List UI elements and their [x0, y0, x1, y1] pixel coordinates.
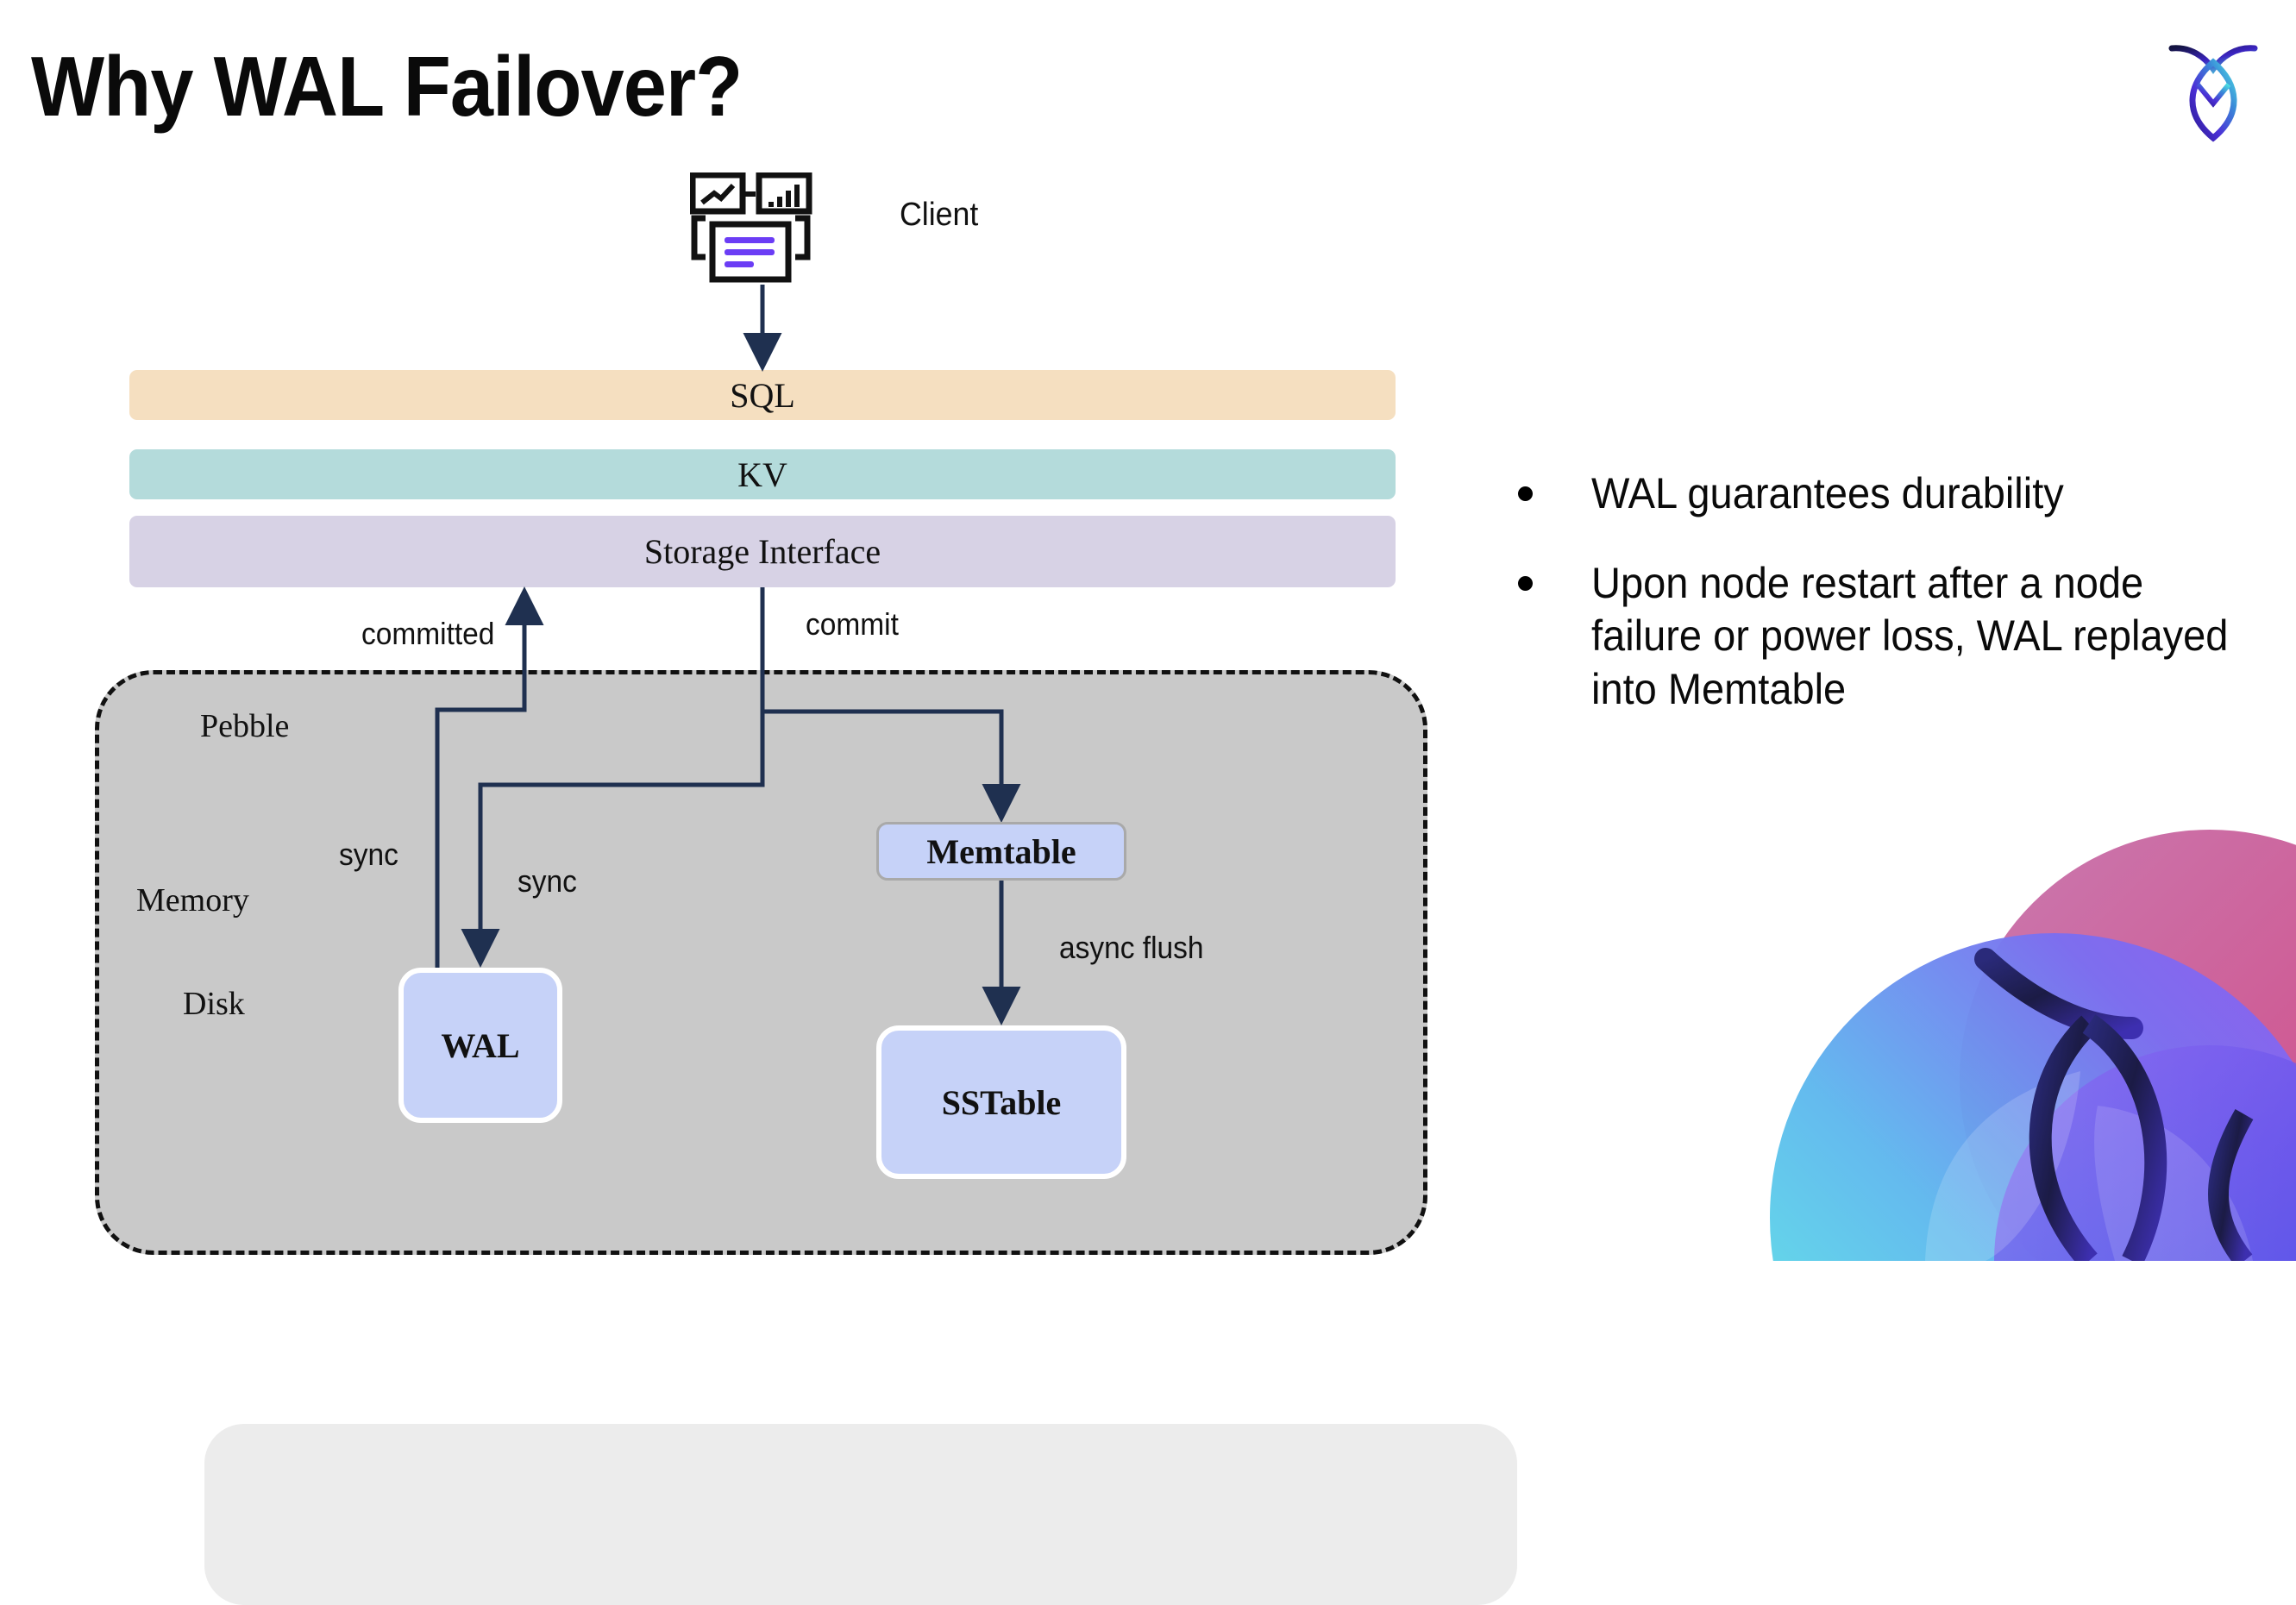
bullet-dot-icon: [1518, 486, 1533, 501]
edge-label-committed: committed: [361, 616, 495, 651]
edge-label-commit: commit: [806, 606, 899, 642]
layer-bar-sql: SQL: [129, 370, 1396, 420]
layer-bar-sql-label: SQL: [730, 375, 795, 415]
cockroach-brand-artwork-icon: [1727, 812, 2296, 1261]
bullet-text: WAL guarantees durability: [1591, 469, 2064, 517]
node-sstable: SSTable: [876, 1025, 1126, 1179]
memory-region: [204, 1424, 1517, 1605]
bullet-list: WAL guarantees durability Upon node rest…: [1518, 467, 2277, 752]
list-item: Upon node restart after a node failure o…: [1518, 557, 2277, 717]
edge-label-sync-1: sync: [339, 837, 398, 872]
node-wal: WAL: [398, 968, 562, 1123]
bullet-text: Upon node restart after a node failure o…: [1591, 558, 2229, 713]
layer-bar-storage-interface: Storage Interface: [129, 516, 1396, 587]
client-dashboard-icon: [689, 172, 828, 285]
edge-label-async-flush: async flush: [1059, 930, 1204, 965]
node-memtable: Memtable: [876, 822, 1126, 881]
page-title: Why WAL Failover?: [31, 39, 743, 134]
edge-label-sync-2: sync: [518, 863, 577, 899]
pebble-label: Pebble: [200, 708, 290, 744]
node-sstable-label: SSTable: [941, 1082, 1062, 1122]
client-label: Client: [900, 197, 979, 233]
layer-bar-kv: KV: [129, 449, 1396, 499]
layer-bar-kv-label: KV: [737, 455, 787, 494]
node-memtable-label: Memtable: [926, 831, 1076, 871]
node-wal-label: WAL: [441, 1025, 520, 1065]
layer-bar-storage-interface-label: Storage Interface: [643, 532, 881, 571]
memory-label: Memory: [136, 882, 249, 918]
disk-label: Disk: [183, 986, 245, 1022]
cockroach-leaf-logo-icon: [2146, 24, 2280, 159]
pebble-container: [95, 670, 1517, 1605]
list-item: WAL guarantees durability: [1518, 467, 2277, 521]
bullet-dot-icon: [1518, 575, 1533, 591]
